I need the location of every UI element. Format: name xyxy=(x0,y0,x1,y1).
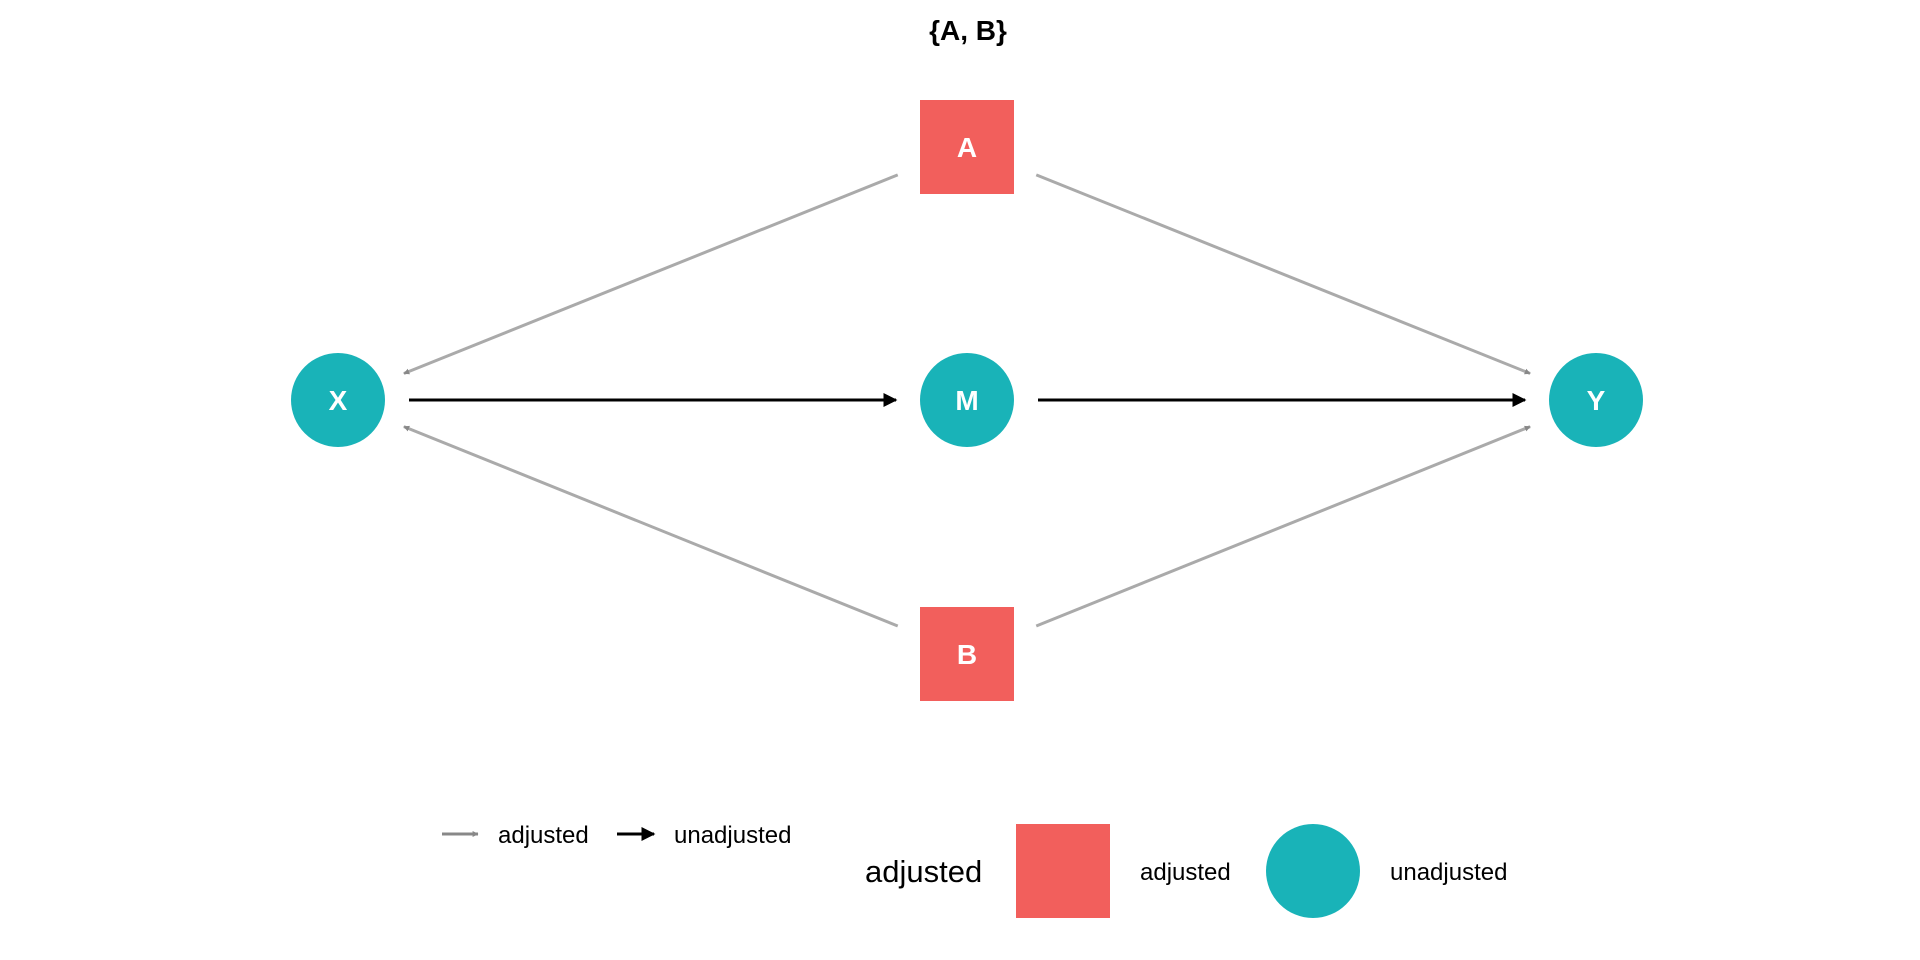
node-b-square xyxy=(920,607,1014,701)
node-m: M xyxy=(920,353,1014,447)
node-y-label: Y xyxy=(1587,385,1606,416)
node-legend-unadjusted-swatch xyxy=(1266,824,1360,918)
diagram-title: {A, B} xyxy=(929,15,1007,46)
edge-legend-item-adjusted: adjusted xyxy=(442,822,589,849)
node-legend-title: adjusted xyxy=(865,854,982,889)
edge-legend: adjusted unadjusted xyxy=(442,822,791,849)
node-x: X xyxy=(291,353,385,447)
node-legend: adjusted adjusted unadjusted xyxy=(865,824,1507,918)
edge-b-y xyxy=(1035,425,1531,628)
node-b: B xyxy=(920,607,1014,701)
node-legend-unadjusted-label: unadjusted xyxy=(1390,859,1507,886)
node-y: Y xyxy=(1549,353,1643,447)
node-x-circle xyxy=(291,353,385,447)
edge-legend-adjusted-label: adjusted xyxy=(498,822,589,849)
node-b-label: B xyxy=(957,639,977,670)
node-y-circle xyxy=(1549,353,1643,447)
node-a-square xyxy=(920,100,1014,194)
node-m-circle xyxy=(920,353,1014,447)
node-a: A xyxy=(920,100,1014,194)
edges-layer xyxy=(403,173,1531,628)
node-m-label: M xyxy=(955,385,978,416)
nodes-layer: A B X M Y xyxy=(291,100,1643,701)
node-legend-item-unadjusted: unadjusted xyxy=(1266,824,1507,918)
edge-legend-item-unadjusted: unadjusted xyxy=(617,822,791,849)
edge-a-y xyxy=(1035,173,1531,375)
node-x-label: X xyxy=(329,385,348,416)
node-legend-adjusted-label: adjusted xyxy=(1140,859,1231,886)
node-legend-adjusted-swatch xyxy=(1016,824,1110,918)
edge-legend-unadjusted-label: unadjusted xyxy=(674,822,791,849)
node-legend-item-adjusted: adjusted xyxy=(1016,824,1231,918)
edge-a-x xyxy=(403,173,899,375)
node-a-label: A xyxy=(957,132,977,163)
edge-b-x xyxy=(403,425,899,628)
